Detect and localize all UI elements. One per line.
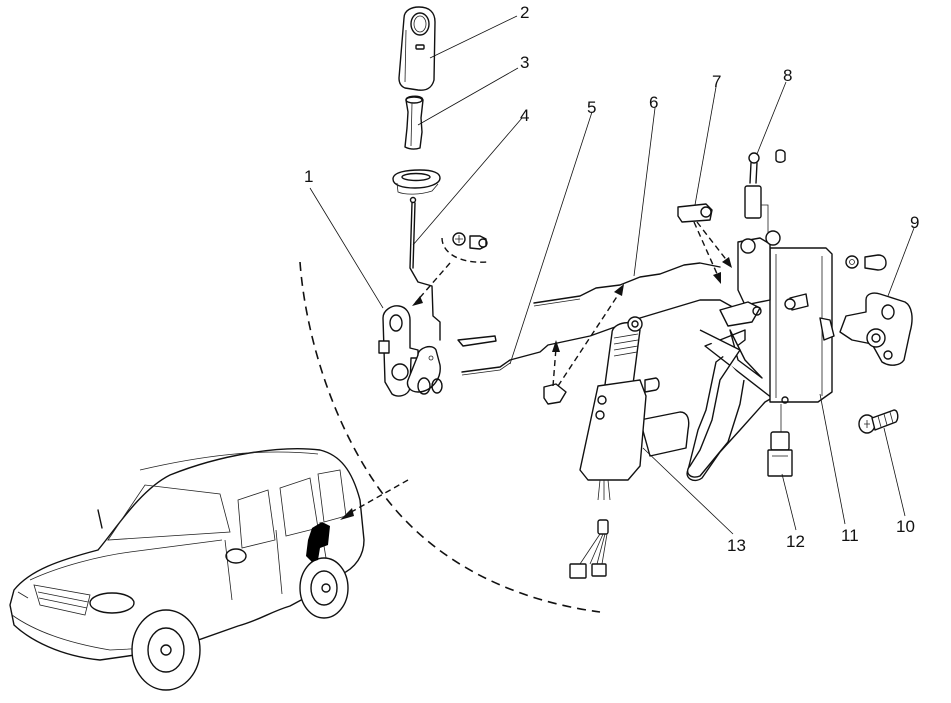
callout-6: 6 — [649, 93, 659, 112]
leader-10 — [883, 427, 906, 517]
part-9-striker — [839, 292, 913, 366]
leader-5 — [509, 111, 593, 365]
part-8-rod-end — [744, 149, 786, 300]
leader-9 — [887, 227, 915, 297]
leader-7 — [694, 86, 717, 206]
leader-8 — [756, 81, 787, 155]
callout-1: 1 — [304, 167, 314, 186]
part-3-knob-sleeve — [404, 95, 424, 150]
callout-8: 8 — [783, 66, 793, 85]
callout-2: 2 — [520, 3, 530, 22]
leader-1 — [309, 187, 384, 309]
part-10-screw — [858, 409, 899, 434]
screw-and-nut-2 — [845, 254, 887, 271]
assembly-arrow-3 — [557, 291, 621, 387]
leader-11 — [819, 393, 846, 525]
part-12-connector — [767, 404, 793, 477]
callout-4: 4 — [520, 106, 530, 125]
leader-6 — [633, 107, 656, 277]
callout-5: 5 — [587, 98, 597, 117]
location-arrow-head — [340, 508, 354, 520]
screw-arc-1 — [441, 237, 489, 263]
mounting-bracket — [686, 329, 745, 478]
leader-4 — [412, 117, 523, 246]
leader-12 — [781, 473, 797, 531]
callout-7: 7 — [712, 72, 722, 91]
part-2-knob-cover — [398, 6, 436, 91]
assembly-arrow-2 — [552, 347, 557, 387]
callout-11: 11 — [841, 526, 859, 545]
arrow-head-4 — [722, 257, 732, 268]
part-5-outside-handle-rod — [457, 299, 739, 376]
lock-location-highlight — [306, 522, 330, 562]
leader-3 — [417, 67, 519, 126]
arrow-head-3 — [614, 284, 624, 296]
part-13-actuator — [569, 316, 690, 579]
arrow-head-1 — [412, 296, 423, 306]
vehicle-illustration — [9, 448, 365, 691]
part-1-inside-lever — [378, 305, 443, 397]
location-arrow — [345, 479, 409, 516]
assembly-arrow-1 — [415, 262, 451, 303]
leader-13 — [642, 447, 734, 535]
arrow-head-5 — [713, 272, 721, 284]
part-4-lock-rod — [409, 196, 441, 341]
callout-9: 9 — [910, 213, 920, 232]
arrow-head-2 — [552, 340, 560, 352]
grommet — [392, 169, 441, 195]
detail-boundary-arc — [299, 261, 601, 613]
rod-clip — [543, 383, 567, 405]
assembly-arrow-5 — [693, 221, 719, 277]
leader-lines — [309, 15, 915, 535]
callout-10: 10 — [896, 517, 915, 536]
callout-3: 3 — [520, 53, 530, 72]
part-7-clip — [677, 203, 713, 223]
callout-13: 13 — [727, 536, 746, 555]
leader-2 — [429, 15, 518, 59]
screw-and-washer-1 — [452, 232, 488, 250]
assembly-arrow-4 — [696, 221, 729, 263]
part-6-lock-rod — [533, 262, 721, 307]
callout-12: 12 — [786, 532, 805, 551]
